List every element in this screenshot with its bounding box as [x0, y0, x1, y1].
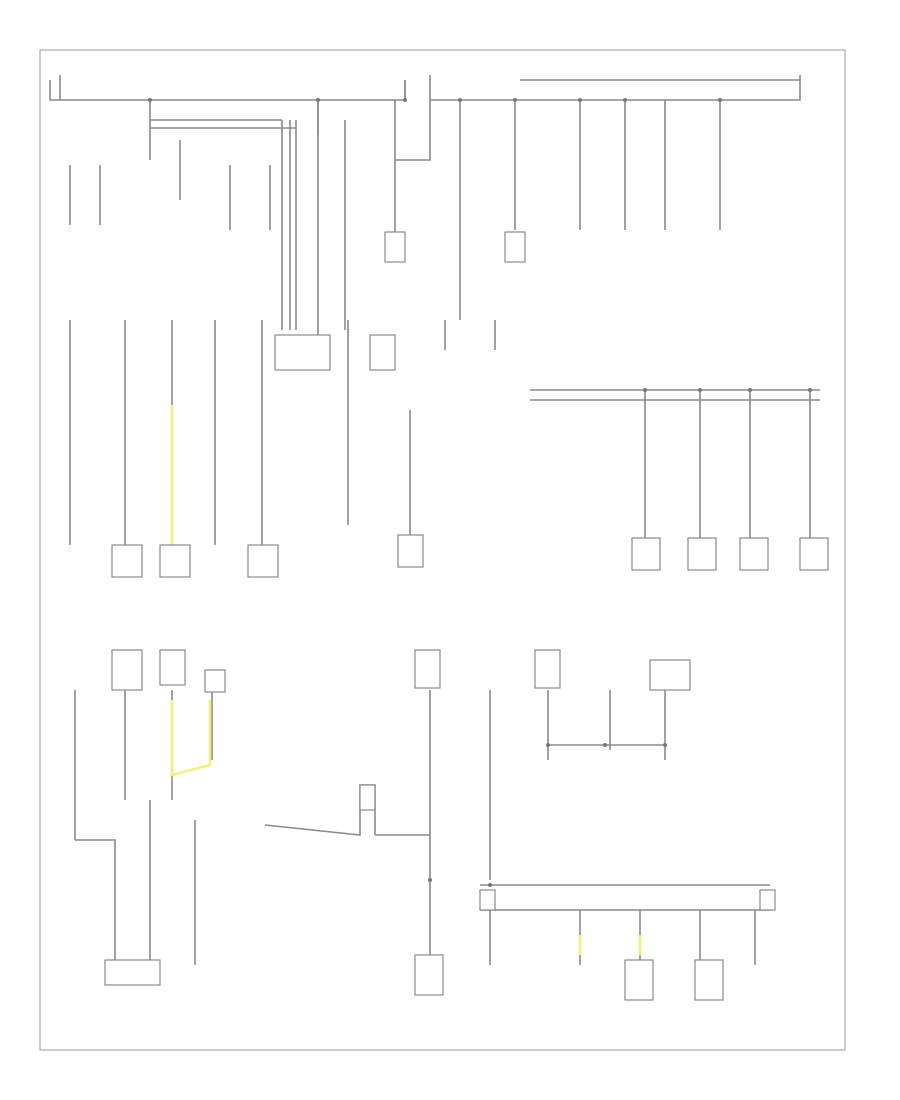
- connector: [111, 544, 143, 578]
- wire: [264, 784, 376, 836]
- connector: [414, 954, 444, 996]
- highlight-wires: [170, 405, 642, 955]
- splice-dot: [623, 98, 627, 102]
- connector: [159, 544, 191, 578]
- connector: [534, 649, 561, 689]
- wire: [394, 100, 431, 161]
- highlight-wire: [170, 700, 212, 777]
- splice-dot: [458, 98, 462, 102]
- wire: [429, 75, 801, 101]
- connector: [104, 959, 161, 986]
- connector: [739, 537, 769, 571]
- connector: [504, 231, 526, 263]
- splice-dot: [698, 388, 702, 392]
- connector: [384, 231, 406, 263]
- diagram-lines: [49, 75, 820, 965]
- splice-dot: [403, 98, 407, 102]
- splice-dot: [643, 388, 647, 392]
- splice-dot: [428, 878, 432, 882]
- connector: [624, 959, 654, 1001]
- connector: [687, 537, 717, 571]
- connector: [414, 649, 441, 689]
- splice-dot: [513, 98, 517, 102]
- splice-dot: [316, 98, 320, 102]
- splice-dot: [578, 98, 582, 102]
- connector: [479, 889, 496, 911]
- junction-box: [274, 334, 331, 371]
- component-boxes: [104, 231, 829, 1001]
- connector: [631, 537, 661, 571]
- connector: [111, 649, 143, 691]
- relay-box: [369, 334, 396, 371]
- diagram-frame: [39, 49, 846, 1051]
- connector: [649, 659, 691, 691]
- connector: [759, 889, 776, 911]
- splice-dot: [603, 743, 607, 747]
- splice-dot: [808, 388, 812, 392]
- connector: [247, 544, 279, 578]
- connector: [397, 534, 424, 568]
- splice-dot: [718, 98, 722, 102]
- splice-dot: [148, 98, 152, 102]
- wire: [75, 839, 116, 965]
- connector-dots: [148, 98, 812, 887]
- connector: [204, 669, 226, 693]
- connector: [694, 959, 724, 1001]
- splice-dot: [748, 388, 752, 392]
- connector: [799, 537, 829, 571]
- component: [359, 784, 376, 811]
- connector: [159, 649, 186, 686]
- splice-dot: [488, 883, 492, 887]
- splice-dot: [663, 743, 667, 747]
- wire: [49, 80, 406, 101]
- splice-dot: [546, 743, 550, 747]
